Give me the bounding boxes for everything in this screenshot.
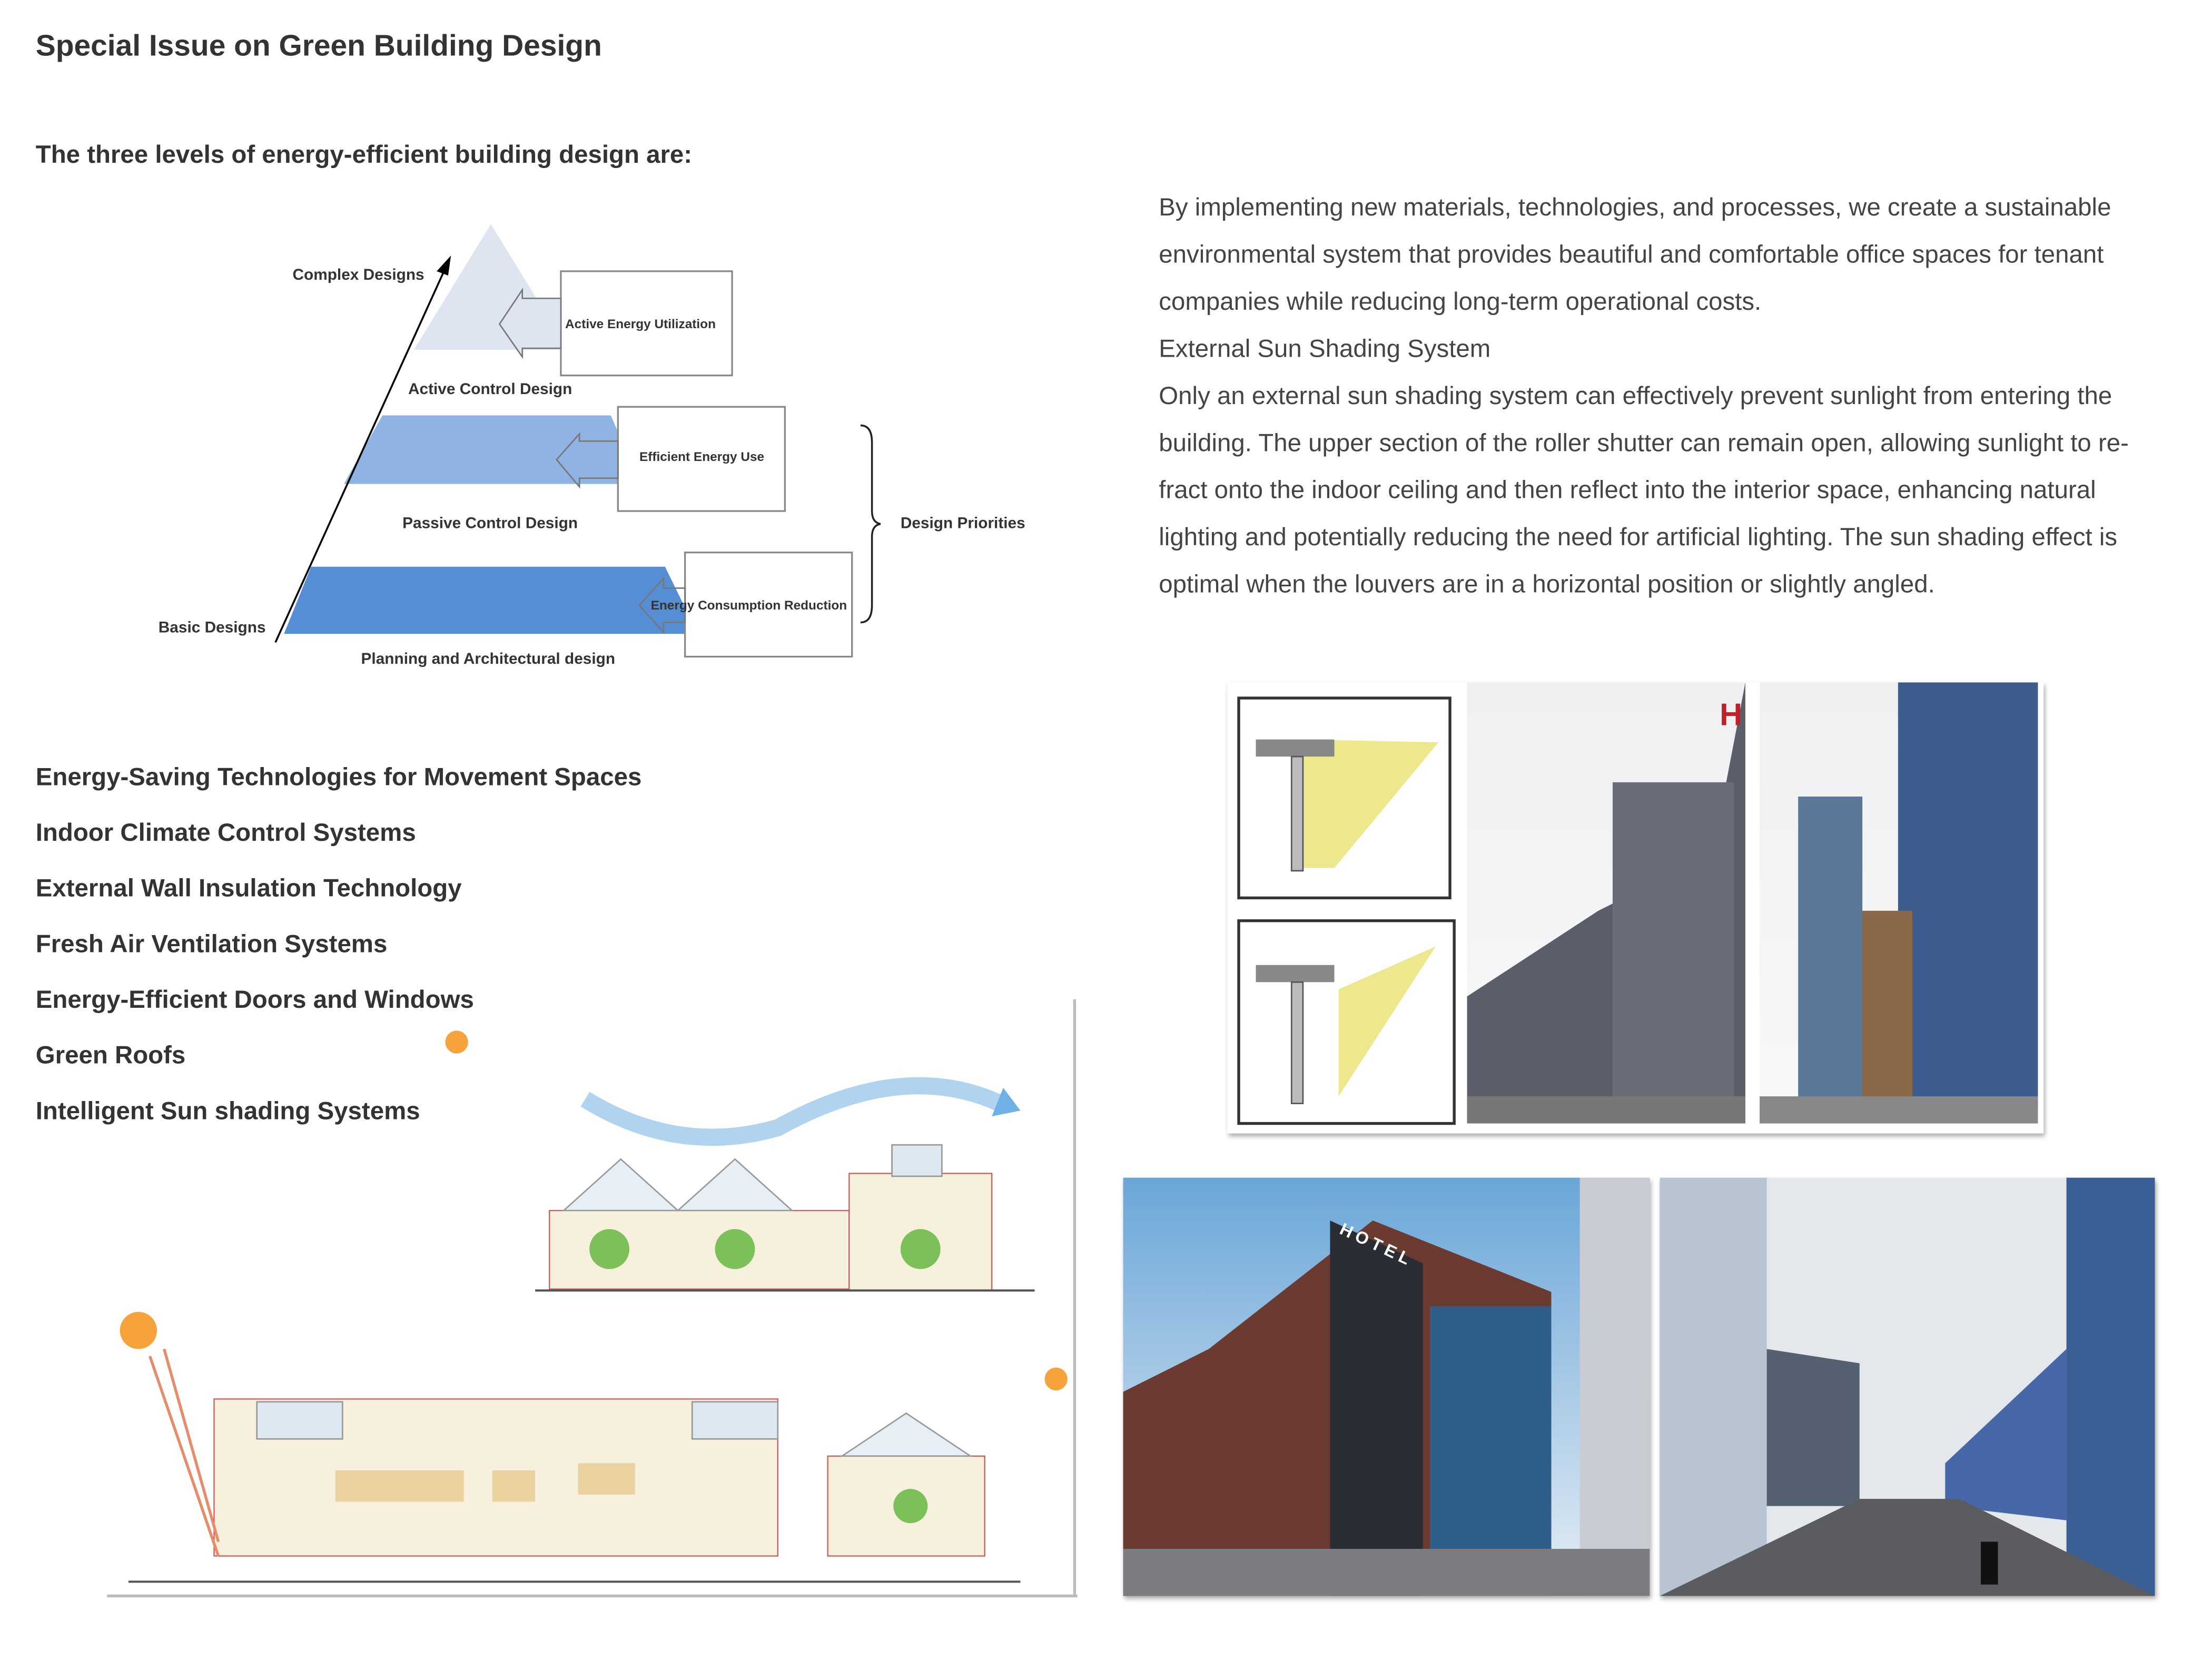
section-heading: The three levels of energy-efficient bui… [35,140,693,169]
list-item: Intelligent Sun shading Systems [35,1096,420,1125]
paragraph-line: building. The upper section of the rolle… [1159,428,2129,457]
hotel-photo: HOTEL [1123,1177,1650,1596]
axis-label-top: Complex Designs [292,267,424,284]
left-arrow-icon [555,432,619,489]
paragraph-line: By implementing new materials, technolog… [1159,192,2111,222]
paragraph-line: environmental system that provides beaut… [1159,240,2104,269]
paragraph-line: fract onto the indoor ceiling and then r… [1159,475,2096,504]
energy-pyramid-diagram: Complex Designs Basic Designs Active Con… [0,0,1084,685]
list-item: Green Roofs [35,1040,186,1069]
brace-label: Design Priorities [900,515,1025,533]
paragraph-line: companies while reducing long-term opera… [1159,287,1762,316]
level-label: Active Control Design [408,381,572,399]
left-arrow-icon [638,576,686,634]
list-item: External Wall Insulation Technology [35,873,462,902]
arrowhead-icon [437,256,451,276]
list-item: Indoor Climate Control Systems [35,818,416,847]
sun-icon [120,1312,157,1349]
building-section-diagram [107,999,1078,1599]
svg-text:H: H [1720,697,1742,732]
paragraph-line: lighting and potentially reducing the ne… [1159,522,2118,551]
box-active [560,270,733,377]
list-item: Energy-Saving Technologies for Movement … [35,762,642,791]
technologies-list: Energy-Saving Technologies for Movement … [36,760,642,1150]
airflow-arrow-icon [580,1077,1010,1146]
level-label: Planning and Architectural design [361,651,616,669]
level-label: Passive Control Design [402,515,578,533]
list-item: Fresh Air Ventilation Systems [35,929,388,958]
box-label: Efficient Energy Use [639,449,765,464]
page-title: Special Issue on Green Building Design [35,30,602,63]
list-item: Energy-Efficient Doors and Windows [35,985,474,1014]
box-consumption [684,552,853,658]
axis-label-bottom: Basic Designs [158,620,266,637]
paragraph-line: Only an external sun shading system can … [1159,381,2112,410]
paragraph-subheading: External Sun Shading System [1159,334,1491,363]
street-photo [1660,1177,2155,1596]
sun-icon [1044,1367,1068,1391]
pyramid-graphic [274,224,881,658]
left-arrow-icon [498,287,562,359]
box-label: Active Energy Utilization [565,317,716,331]
brace-icon [860,424,881,624]
sun-shading-figure: H [1227,682,2044,1134]
paragraph-line: optimal when the louvers are in a horizo… [1159,569,1935,598]
sun-icon [445,1030,468,1054]
description-paragraph: By implementing new materials, technolog… [1159,184,2186,608]
box-label: Energy Consumption Reduction [650,598,847,613]
pyramid-level-bottom [284,566,698,634]
complexity-axis-arrow [274,268,447,643]
box-efficient [617,406,786,512]
